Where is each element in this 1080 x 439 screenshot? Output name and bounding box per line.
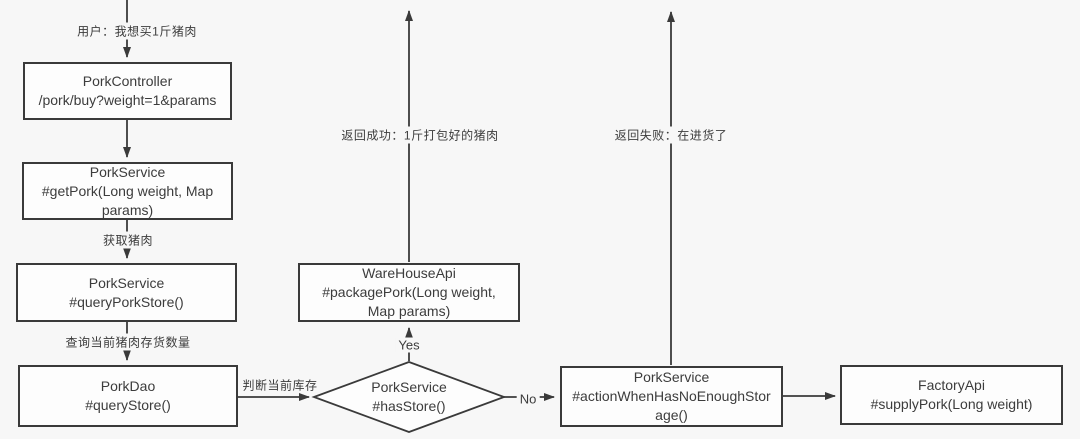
node-title: PorkDao	[100, 378, 156, 394]
edge-label-judge-stock: 判断当前库存	[242, 378, 318, 393]
edge-label-user-request: 用户：我想买1斤猪肉	[74, 22, 200, 40]
node-title: WareHouseApi	[362, 265, 456, 281]
node-title: FactoryApi	[918, 377, 985, 393]
node-subtitle: /pork/buy?weight=1&params	[38, 92, 217, 108]
node-factory-api: FactoryApi #supplyPork(Long weight)	[840, 365, 1063, 425]
node-subtitle: #supplyPork(Long weight)	[870, 396, 1033, 412]
node-subtitle: #hasStore()	[372, 398, 446, 414]
node-title: PorkService	[371, 379, 447, 395]
node-has-store-decision: PorkService #hasStore()	[314, 362, 504, 432]
node-title: PorkService	[633, 369, 710, 385]
node-pork-dao: PorkDao #queryStore()	[18, 365, 238, 427]
node-subtitle: #getPork(Long weight, Map params)	[41, 182, 214, 218]
node-subtitle: #packagePork(Long weight, Map params)	[322, 284, 496, 319]
edge-label-yes: Yes	[395, 337, 423, 353]
node-subtitle: #queryStore()	[85, 397, 171, 413]
node-action-when-no-storage: PorkService #actionWhenHasNoEnoughStorag…	[560, 366, 783, 427]
edge-label-success-return: 返回成功：1斤打包好的猪肉	[338, 126, 502, 144]
node-subtitle: #queryPorkStore()	[69, 293, 184, 310]
node-title: PorkService	[88, 274, 165, 291]
edge-label-fail-return: 返回失败：在进货了	[611, 126, 731, 144]
edge-label-query-stock: 查询当前猪肉存货数量	[62, 333, 194, 351]
node-subtitle: #actionWhenHasNoEnoughStorage()	[572, 388, 771, 423]
edge-label-get-pork: 获取猪肉	[99, 231, 157, 249]
node-pork-service-getpork: PorkService #getPork(Long weight, Map pa…	[22, 162, 233, 220]
edge-label-no: No	[516, 391, 540, 407]
node-title: PorkController	[82, 73, 173, 89]
node-warehouse-api: WareHouseApi #packagePork(Long weight, M…	[298, 263, 520, 322]
node-pork-service-querystore: PorkService #queryPorkStore()	[16, 263, 237, 322]
node-pork-controller: PorkController /pork/buy?weight=1&params	[23, 62, 232, 120]
node-title: PorkService	[89, 163, 166, 180]
